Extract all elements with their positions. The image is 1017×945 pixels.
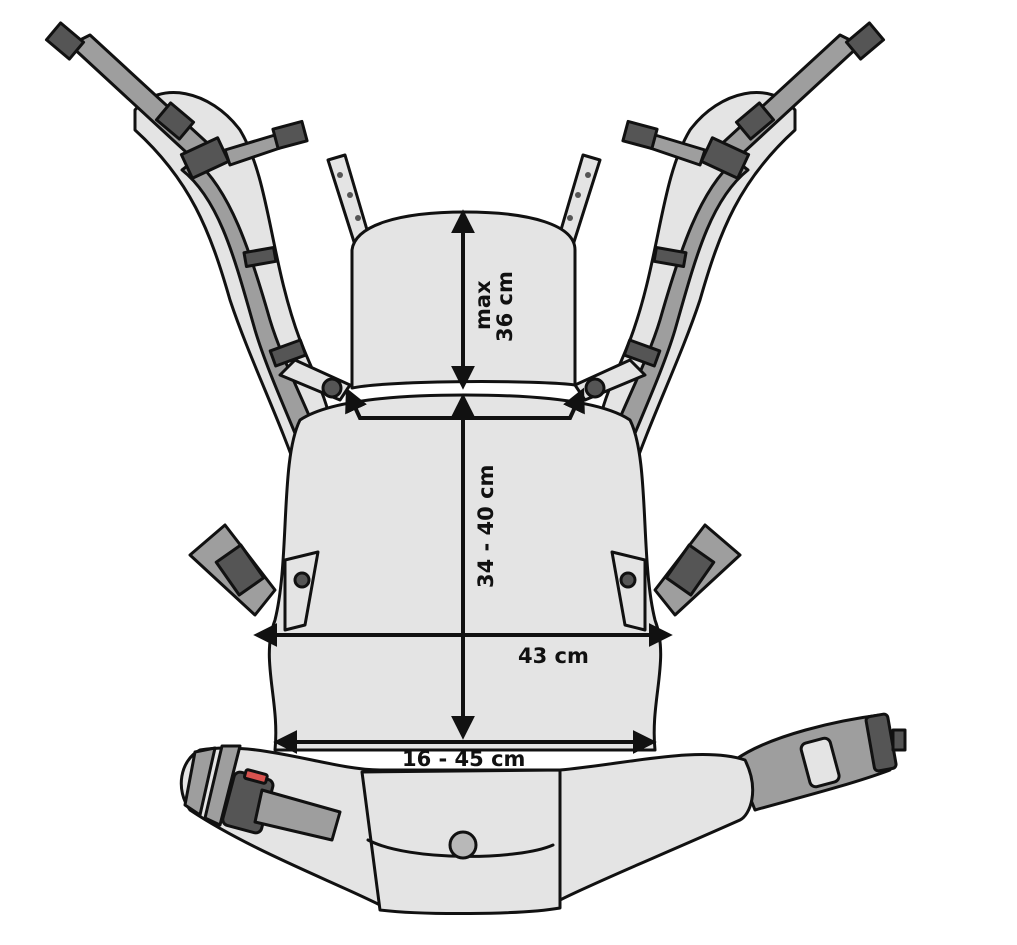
seat-width-label: 16 - 45 cm xyxy=(402,747,525,771)
right-snap-icon xyxy=(619,571,637,589)
right-shoulder-strap xyxy=(593,21,886,494)
left-shoulder-strap xyxy=(44,21,337,494)
panel-width-label: 43 cm xyxy=(518,644,589,668)
headrest-clip-left xyxy=(278,358,352,402)
belt-buckle xyxy=(221,768,342,842)
headrest-height-label-2: 36 cm xyxy=(493,271,517,342)
panel-height-label: 34 - 40 cm xyxy=(474,465,498,588)
belt-stripe xyxy=(183,746,217,817)
belt-stripe xyxy=(203,744,242,827)
side-buckle-left xyxy=(188,523,277,617)
pocket-snap-icon xyxy=(448,830,478,860)
hip-buckle-right xyxy=(733,712,907,812)
left-snap-icon xyxy=(293,571,311,589)
headrest-height-label-1: max xyxy=(471,280,495,330)
headrest-clip-right xyxy=(573,358,647,402)
headrest-width-bracket xyxy=(345,387,585,420)
belt-pocket xyxy=(360,768,562,916)
side-buckle-right xyxy=(653,523,742,617)
